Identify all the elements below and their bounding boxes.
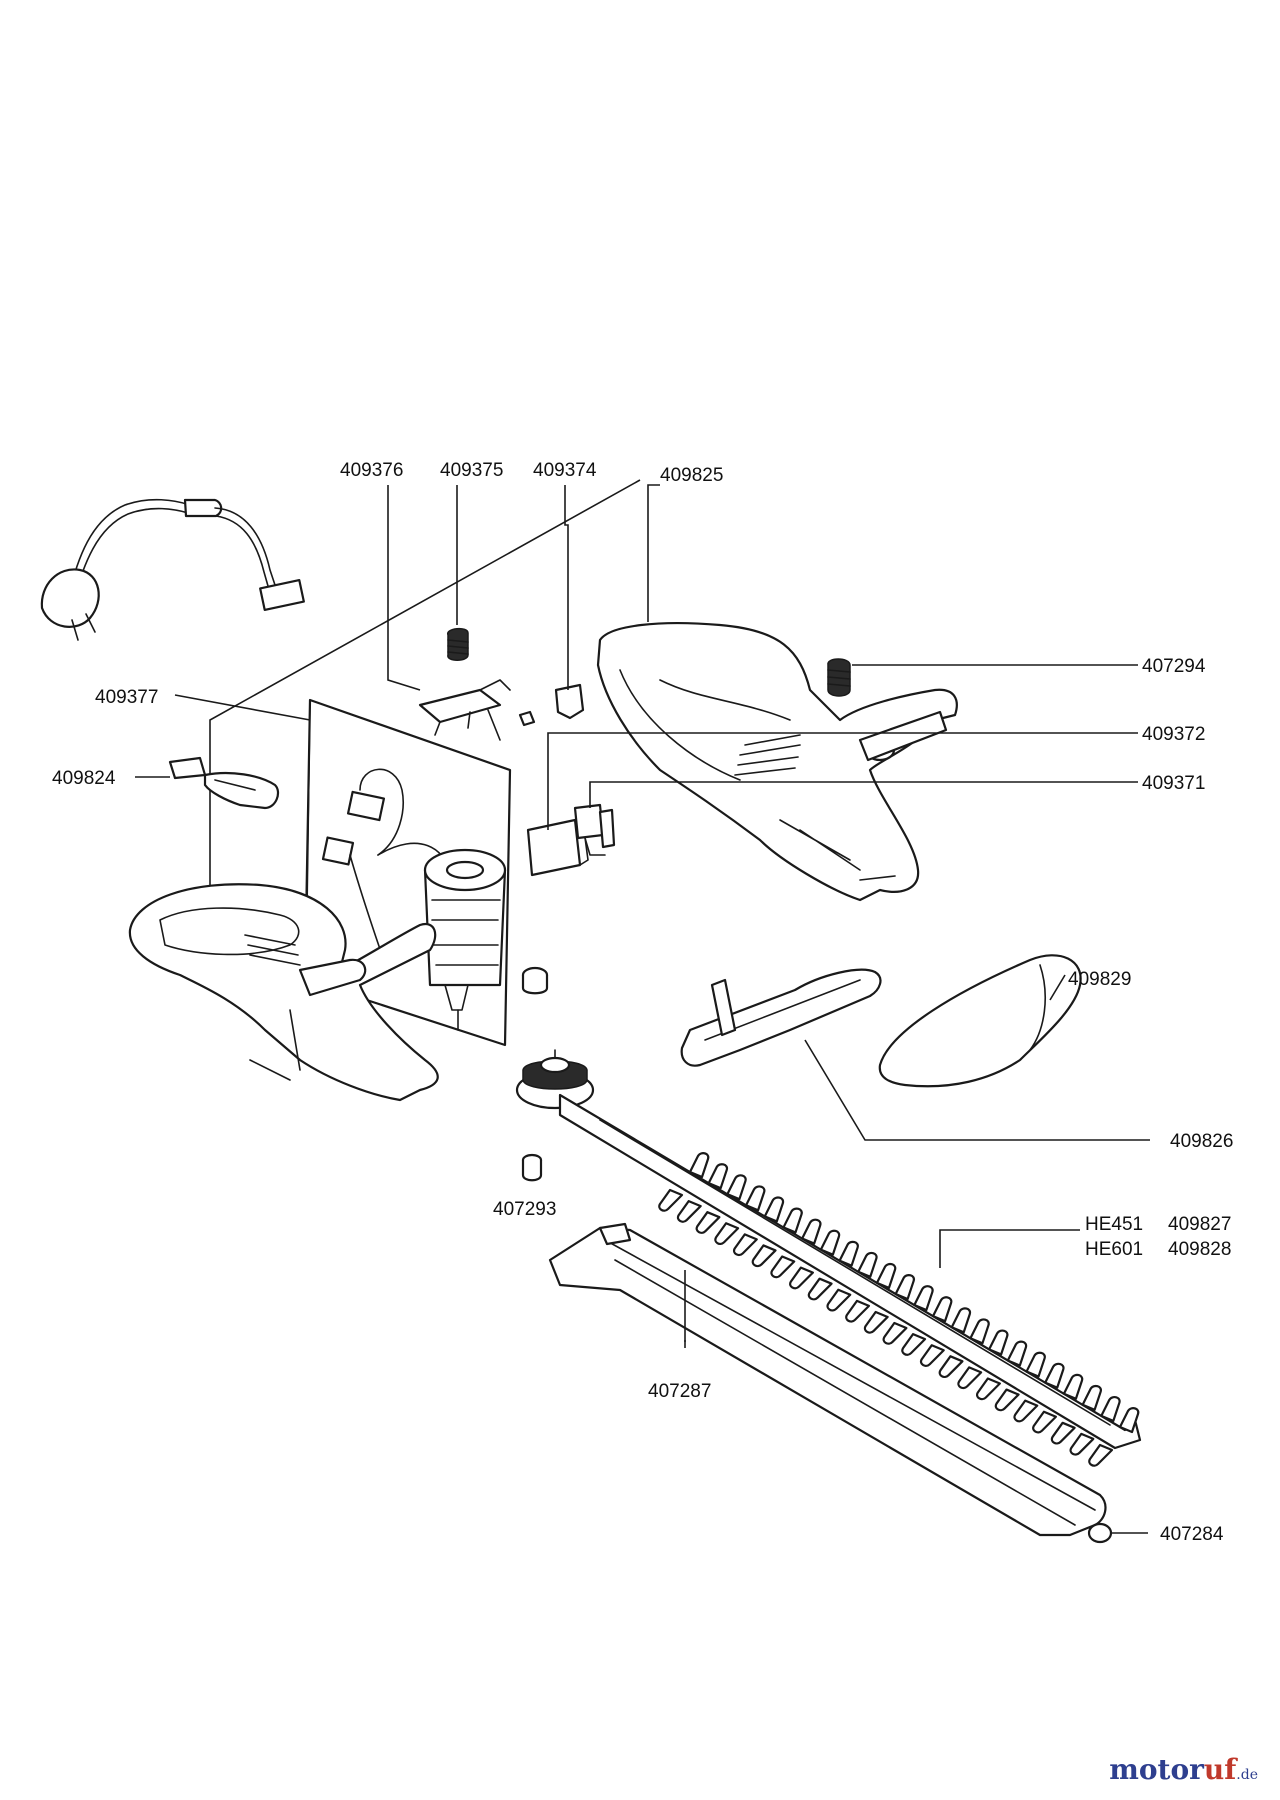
label-409372: 409372 — [1142, 724, 1205, 745]
watermark-part1: motor — [1109, 1753, 1204, 1786]
blade-tooth — [1006, 1340, 1028, 1367]
blade-guard — [548, 1222, 1107, 1537]
blade-tooth — [894, 1274, 916, 1301]
end-cap — [1087, 1522, 1113, 1544]
blade-tooth — [938, 1355, 964, 1379]
blade-tooth — [733, 1233, 758, 1257]
blade-tooth — [931, 1296, 953, 1323]
blade-tooth — [826, 1288, 852, 1312]
housing-right-half — [596, 622, 958, 902]
watermark-logo: motoruf.de — [1109, 1753, 1258, 1786]
label-407293: 407293 — [493, 1199, 556, 1220]
blade-tooth — [1032, 1410, 1058, 1434]
blade-teeth — [658, 1152, 1140, 1467]
label-409375: 409375 — [440, 460, 503, 481]
label-407287: 407287 — [648, 1381, 711, 1402]
blade-tooth — [913, 1285, 934, 1312]
label-409371: 409371 — [1142, 773, 1205, 794]
label-409825: 409825 — [660, 465, 723, 486]
housing-left-half — [128, 883, 439, 1102]
part-number-labels: 409376 409375 409374 409825 407294 40937… — [52, 460, 1233, 1545]
power-cord — [40, 498, 305, 641]
blade-tooth — [744, 1185, 766, 1212]
label-409828: 409828 — [1168, 1239, 1231, 1260]
label-409376: 409376 — [340, 460, 403, 481]
blade-tooth — [801, 1218, 822, 1245]
spacer-bushing — [521, 966, 549, 995]
blade-tooth — [751, 1244, 777, 1268]
label-409827: 409827 — [1168, 1214, 1231, 1235]
blade-tooth — [957, 1366, 983, 1390]
blade-tooth — [676, 1199, 702, 1223]
blade-tooth — [1100, 1395, 1121, 1423]
blade-tooth — [714, 1222, 740, 1245]
blade-tooth — [1062, 1373, 1084, 1400]
blade-tooth — [919, 1344, 945, 1367]
blade-tooth — [782, 1207, 803, 1234]
blade-tooth — [875, 1262, 897, 1289]
blade-tooth — [688, 1152, 710, 1179]
handle-grip-cover — [878, 954, 1082, 1088]
label-409829: 409829 — [1068, 969, 1131, 990]
blade-tooth — [789, 1266, 814, 1290]
blade-bushing — [521, 1153, 543, 1182]
blade-tooth — [863, 1310, 889, 1334]
blade-tooth — [950, 1307, 972, 1334]
blade-tooth — [726, 1174, 747, 1201]
blade-tooth — [807, 1277, 833, 1301]
watermark-part2: uf — [1203, 1753, 1237, 1786]
blade-tooth — [707, 1163, 729, 1190]
blade-tooth — [695, 1211, 721, 1234]
blade-tooth — [838, 1240, 859, 1267]
blade-tooth — [988, 1329, 1009, 1356]
blade-tooth — [770, 1255, 796, 1279]
label-407294: 407294 — [1142, 656, 1206, 677]
label-409374: 409374 — [533, 460, 597, 481]
power-switch — [573, 803, 616, 856]
blade-tooth — [994, 1388, 1020, 1412]
blade-tooth — [976, 1377, 1001, 1401]
blade-tooth — [969, 1318, 990, 1345]
switch-lever — [418, 679, 511, 741]
blade-tooth — [819, 1229, 841, 1256]
leader-lines — [135, 484, 1150, 1534]
blade-tooth — [1013, 1399, 1039, 1423]
blade-tooth — [1081, 1384, 1102, 1411]
blade-tooth — [857, 1251, 878, 1278]
label-409826: 409826 — [1170, 1131, 1233, 1152]
electric-motor — [321, 768, 507, 1031]
label-he451: HE451 — [1085, 1214, 1143, 1235]
blade-tooth — [1088, 1443, 1114, 1467]
blade-tooth — [1050, 1421, 1076, 1445]
blade-tooth — [1118, 1407, 1140, 1434]
blade-tooth — [763, 1196, 785, 1223]
blade-tooth — [1025, 1351, 1046, 1378]
watermark-suffix: .de — [1236, 1767, 1258, 1783]
label-407284: 407284 — [1160, 1524, 1224, 1545]
housing-spring — [827, 658, 851, 697]
switch-spring — [447, 627, 469, 661]
label-409824: 409824 — [52, 768, 116, 789]
trigger-lever — [168, 756, 280, 810]
label-409377: 409377 — [95, 687, 158, 708]
blade-tooth — [882, 1321, 908, 1345]
blade-tooth — [1044, 1362, 1065, 1389]
latch-pin — [518, 683, 585, 727]
blade-tooth — [1069, 1432, 1095, 1456]
blade-tooth — [845, 1299, 871, 1323]
blade-tooth — [901, 1333, 927, 1356]
gear-cover — [680, 968, 882, 1067]
label-he601: HE601 — [1085, 1239, 1143, 1260]
blade-tooth — [658, 1188, 684, 1212]
